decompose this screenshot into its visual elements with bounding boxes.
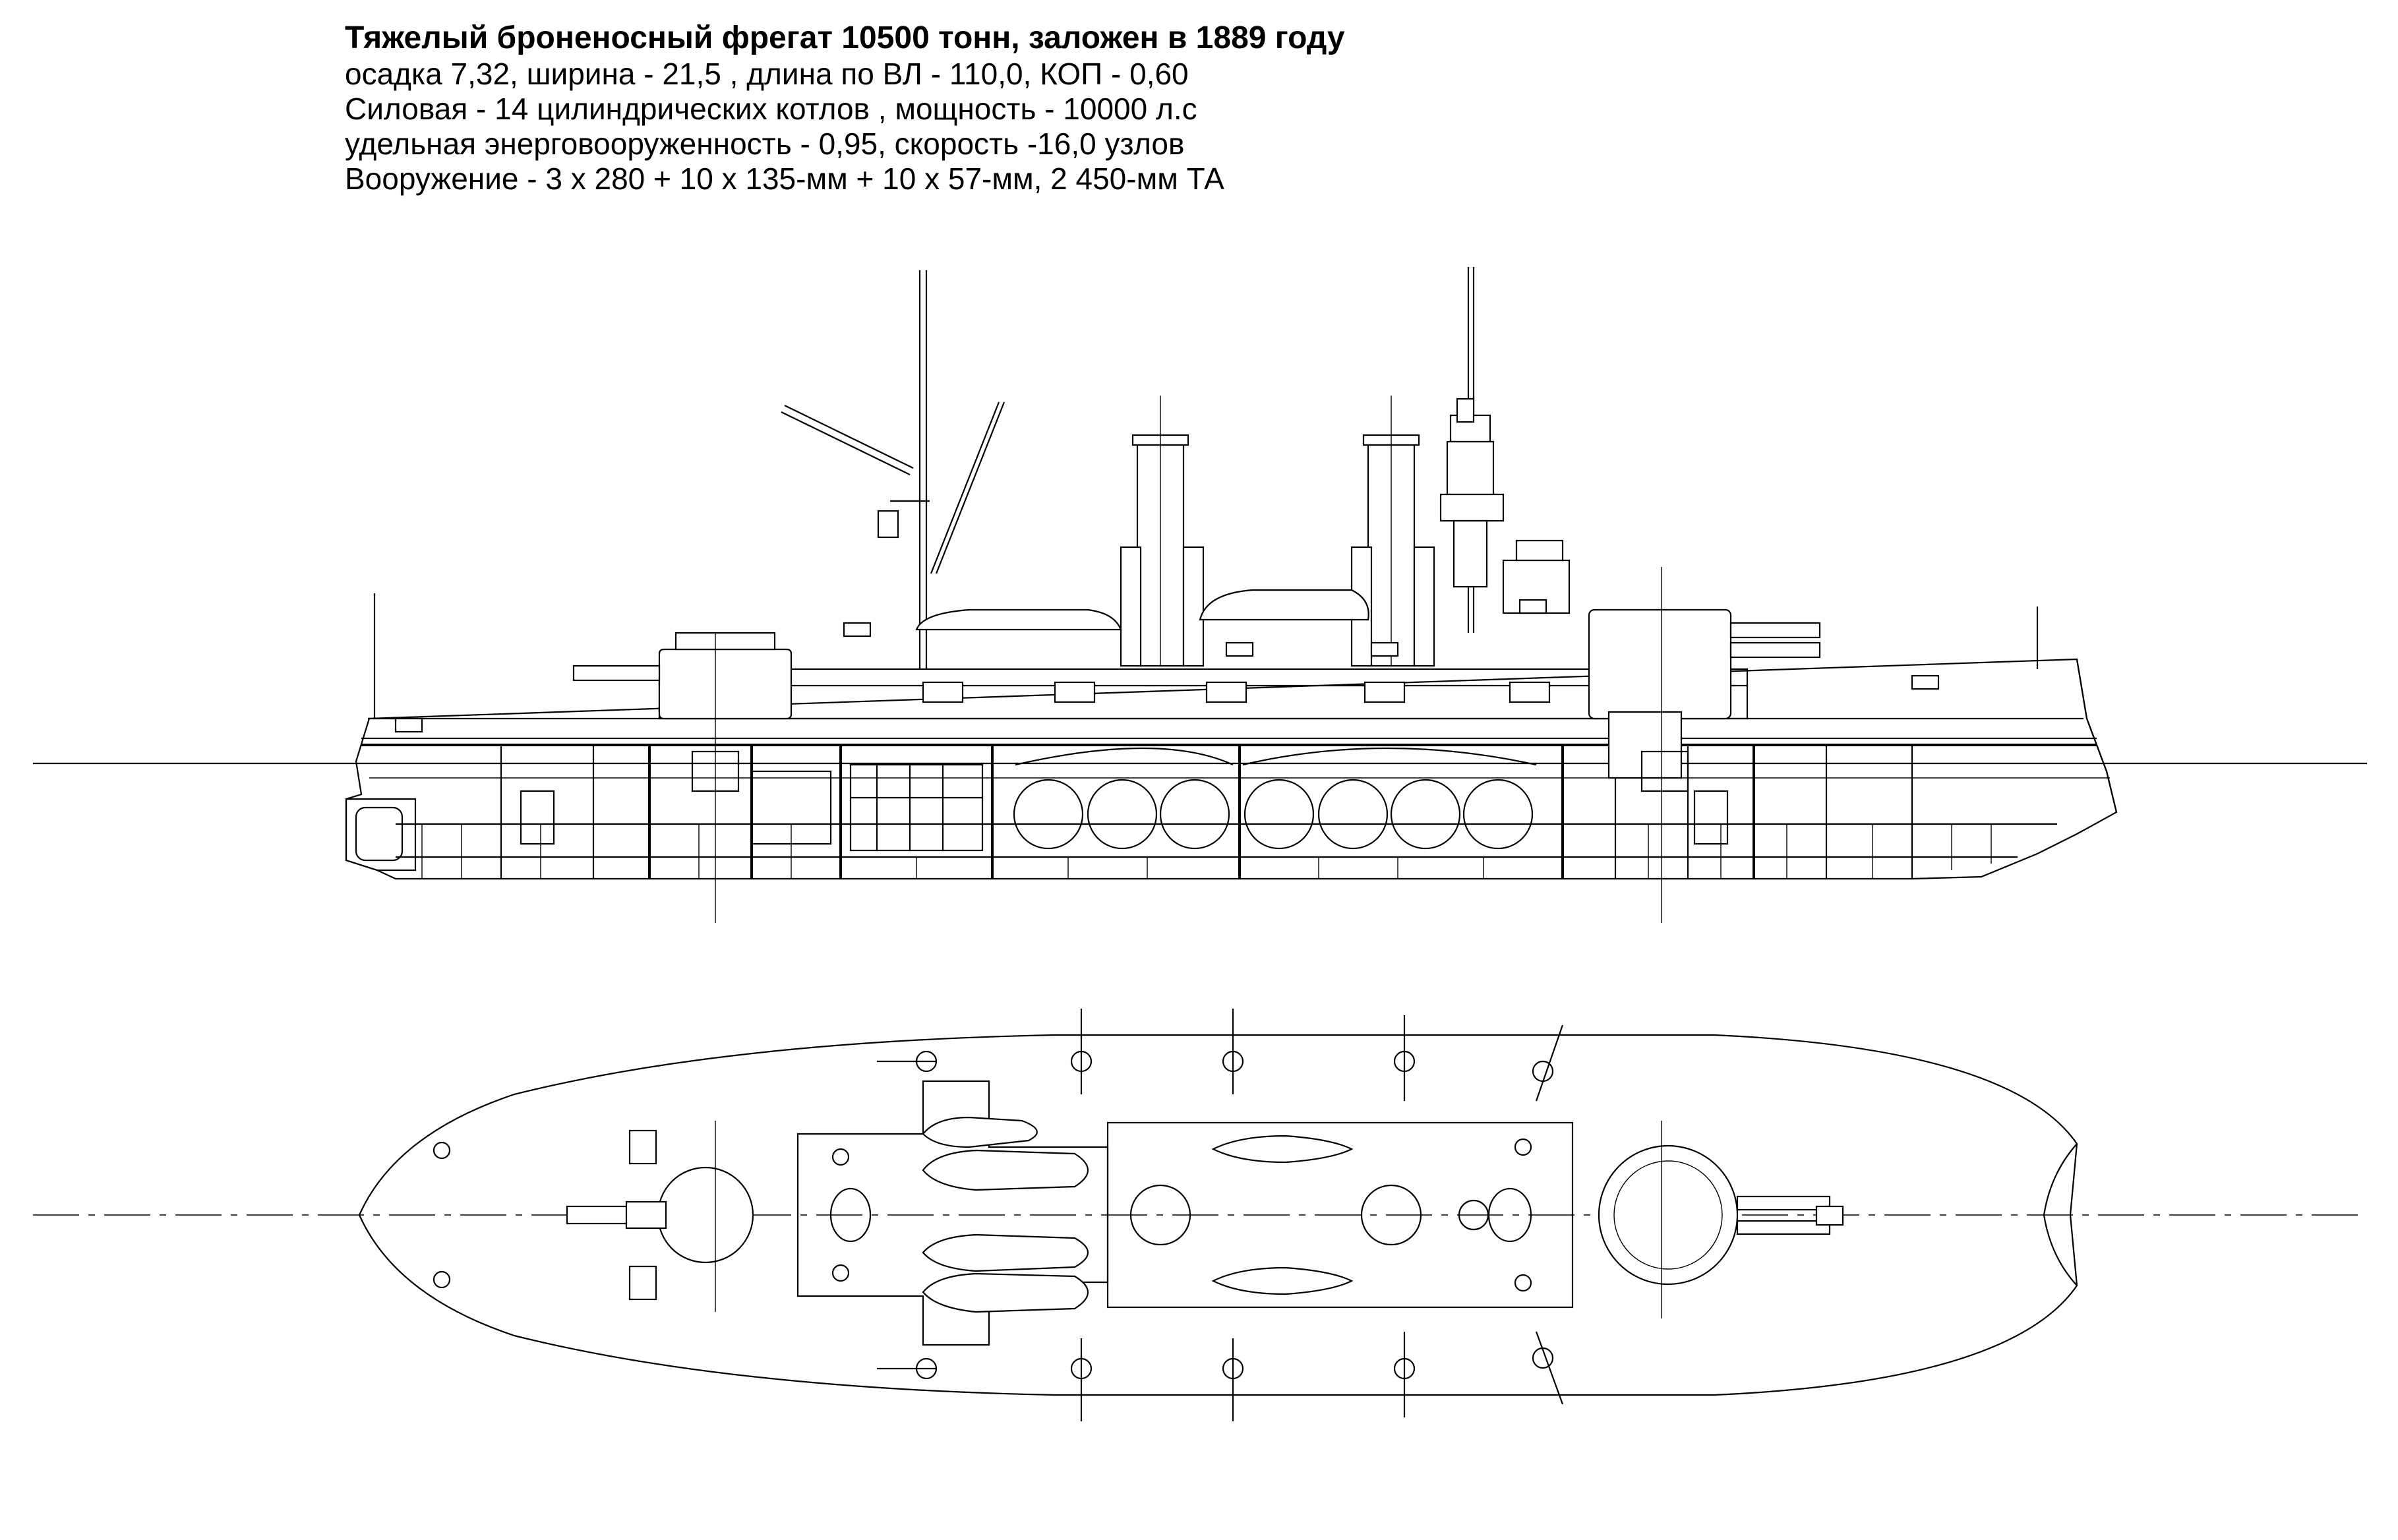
- plan-hull-outline: [358, 1034, 2078, 1396]
- engine-room: [750, 763, 984, 852]
- aft-mast: [781, 270, 1005, 669]
- plan-aft-funnel: [1129, 1184, 1191, 1246]
- boilers: [1013, 747, 1537, 850]
- spec-power-ratio-speed: удельная энерговооруженность - 0,95, ско…: [345, 127, 1185, 161]
- deck-plan-view: [33, 1009, 2367, 1421]
- spec-powerplant: Силовая - 14 цилиндрических котлов , мощ…: [345, 92, 1197, 126]
- double-bottom-grid: [421, 824, 1992, 879]
- secondary-guns: [394, 599, 1940, 733]
- fore-mast: [1439, 267, 1505, 633]
- fore-deckhouse: [1106, 1121, 1574, 1309]
- side-profile-view: [33, 267, 2367, 923]
- aft-funnel: [1120, 396, 1205, 667]
- plan-fore-turret: [1598, 1144, 1844, 1286]
- plan-aft-turret: [566, 1166, 754, 1264]
- fore-main-turret: [1588, 608, 1821, 779]
- plan-boats: [922, 1116, 1354, 1313]
- specification-block: Тяжелый броненосный фрегат 10500 тонн, з…: [345, 20, 1927, 196]
- spec-armament: Вооружение - 3 х 280 + 10 х 135-мм + 10 …: [345, 162, 1224, 196]
- bulkheads: [500, 745, 1913, 879]
- spec-draft-beam-length: осадка 7,32, ширина - 21,5 , длина по ВЛ…: [345, 57, 1189, 91]
- plan-fore-funnel: [1360, 1184, 1422, 1246]
- plan-secondary-guns: [433, 1009, 1564, 1421]
- spec-title: Тяжелый броненосный фрегат 10500 тонн, з…: [345, 20, 1345, 55]
- side-boat: [915, 608, 1122, 631]
- fore-funnel: [1350, 396, 1435, 667]
- aft-main-turret: [572, 632, 793, 720]
